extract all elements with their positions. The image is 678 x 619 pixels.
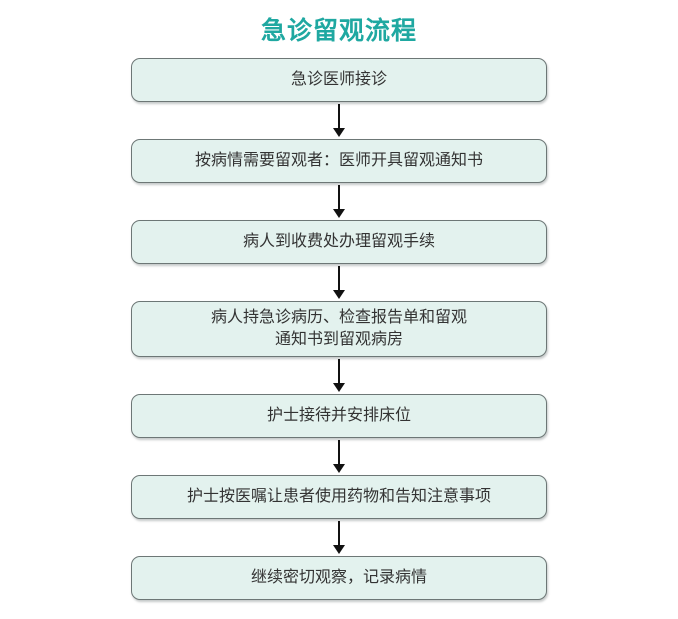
flow-step-box: 护士接待并安排床位 bbox=[131, 394, 547, 438]
flow-step-box: 病人到收费处办理留观手续 bbox=[131, 220, 547, 264]
down-arrow-icon bbox=[131, 357, 547, 394]
flow-step-label: 护士接待并安排床位 bbox=[266, 407, 411, 424]
flow-step-box: 按病情需要留观者：医师开具留观通知书 bbox=[131, 139, 547, 183]
flow-step-label: 按病情需要留观者：医师开具留观通知书 bbox=[194, 152, 483, 169]
flow-step-label: 病人到收费处办理留观手续 bbox=[242, 233, 435, 250]
down-arrow-head bbox=[333, 545, 345, 554]
flow-step-box: 护士按医嘱让患者使用药物和告知注意事项 bbox=[131, 475, 547, 519]
flow-step-box: 病人持急诊病历、检查报告单和留观 通知书到留观病房 bbox=[131, 301, 547, 357]
down-arrow-shaft bbox=[338, 440, 340, 464]
page-title: 急诊留观流程 bbox=[260, 17, 417, 45]
down-arrow-shaft bbox=[338, 185, 340, 209]
down-arrow-icon bbox=[131, 183, 547, 220]
flow-step-box: 继续密切观察，记录病情 bbox=[131, 556, 547, 600]
down-arrow-icon bbox=[131, 102, 547, 139]
down-arrow-head bbox=[333, 128, 345, 137]
flowchart: 急诊医师接诊 按病情需要留观者：医师开具留观通知书 病人到收费处办理留观手续 病… bbox=[131, 58, 547, 600]
down-arrow-shaft bbox=[338, 521, 340, 545]
flow-step-label: 病人持急诊病历、检查报告单和留观 通知书到留观病房 bbox=[210, 309, 467, 348]
down-arrow-icon bbox=[131, 264, 547, 301]
down-arrow-shaft bbox=[338, 104, 340, 128]
flow-step-label: 继续密切观察，记录病情 bbox=[250, 569, 427, 586]
down-arrow-head bbox=[333, 383, 345, 392]
flow-step-label: 急诊医师接诊 bbox=[290, 71, 387, 88]
down-arrow-head bbox=[333, 290, 345, 299]
flow-step-box: 急诊医师接诊 bbox=[131, 58, 547, 102]
down-arrow-icon bbox=[131, 438, 547, 475]
down-arrow-icon bbox=[131, 519, 547, 556]
down-arrow-shaft bbox=[338, 266, 340, 290]
down-arrow-head bbox=[333, 464, 345, 473]
down-arrow-shaft bbox=[338, 359, 340, 383]
flow-step-label: 护士按医嘱让患者使用药物和告知注意事项 bbox=[186, 488, 491, 505]
down-arrow-head bbox=[333, 209, 345, 218]
